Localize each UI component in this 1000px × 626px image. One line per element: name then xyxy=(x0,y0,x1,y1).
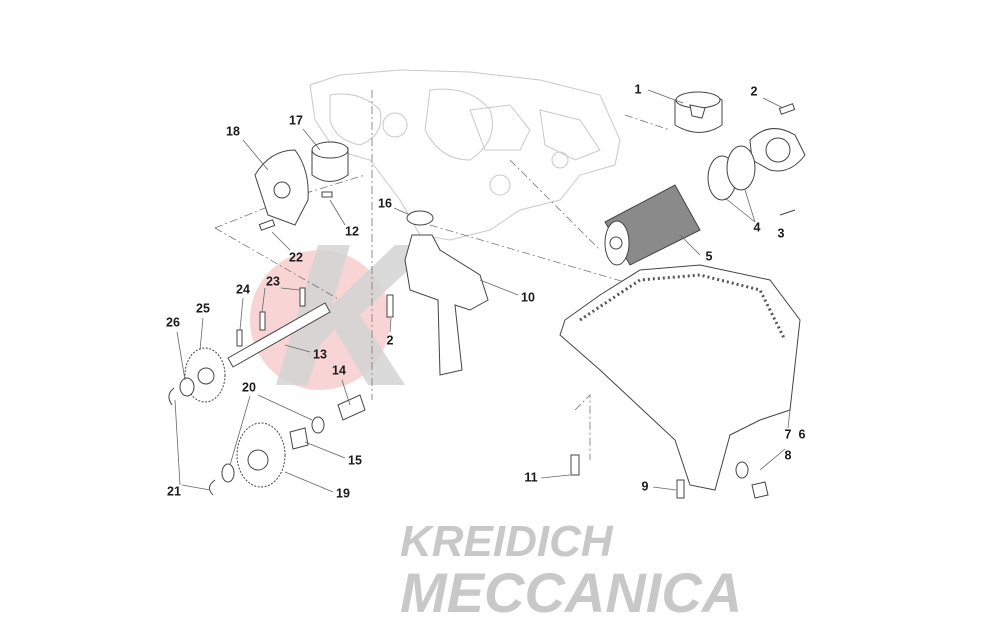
callout-10: 10 xyxy=(521,290,535,304)
callout-2: 2 xyxy=(751,84,758,98)
callout-3: 3 xyxy=(778,226,785,240)
part-gears xyxy=(168,347,325,496)
callout-14: 14 xyxy=(332,363,346,377)
callout-labels: 1 2 18 17 16 12 22 24 23 25 26 10 2 13 1… xyxy=(166,82,805,500)
callout-25: 25 xyxy=(196,301,210,315)
part-oil-sump xyxy=(559,264,801,499)
leader-lines xyxy=(174,89,791,493)
part-oil-pump xyxy=(254,141,349,231)
callout-4: 4 xyxy=(754,220,761,234)
engine-crankcase-ghost xyxy=(309,69,621,241)
callout-7: 7 xyxy=(785,427,792,441)
callout-17: 17 xyxy=(289,113,303,127)
part-oil-pickup xyxy=(386,210,489,376)
part-o-rings xyxy=(707,145,796,216)
watermark-letter xyxy=(276,245,435,385)
callout-19: 19 xyxy=(336,486,350,500)
watermark-line2: MECCANICA xyxy=(400,561,742,624)
watermark-text: KREIDICH MECCANICA xyxy=(400,517,742,624)
callout-2b: 2 xyxy=(387,333,394,347)
watermark-logo xyxy=(250,245,435,390)
part-oil-filter-cover xyxy=(674,91,723,133)
callout-8: 8 xyxy=(785,448,792,462)
part-filter-housing xyxy=(749,103,806,172)
callout-6: 6 xyxy=(799,427,806,441)
callout-13: 13 xyxy=(313,347,327,361)
callout-22: 22 xyxy=(289,250,303,264)
part-idler-shaft xyxy=(227,287,366,421)
callout-20: 20 xyxy=(242,380,256,394)
callout-11: 11 xyxy=(524,470,537,484)
callout-5: 5 xyxy=(706,249,713,263)
callout-9: 9 xyxy=(642,479,649,493)
watermark-line1: KREIDICH xyxy=(400,517,614,566)
part-oil-filter-cartridge xyxy=(604,184,701,266)
callout-15: 15 xyxy=(348,453,362,467)
callout-24: 24 xyxy=(236,282,250,296)
callout-21: 21 xyxy=(167,484,181,498)
callout-1: 1 xyxy=(635,82,642,96)
callout-23: 23 xyxy=(266,274,280,288)
callout-12: 12 xyxy=(345,224,359,238)
callout-16: 16 xyxy=(378,196,392,210)
callout-18: 18 xyxy=(226,124,240,138)
callout-26: 26 xyxy=(166,315,180,329)
